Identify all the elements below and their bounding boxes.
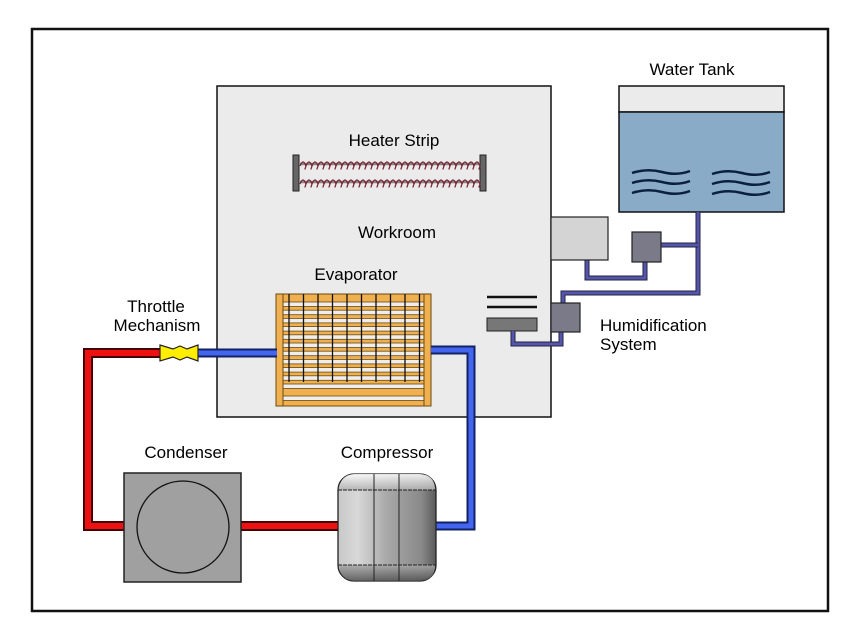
throttle-valve-icon [159, 344, 199, 362]
humidification-label-1: Humidification [600, 316, 707, 335]
humidifier-control-box [550, 216, 609, 261]
water-waves-icon [631, 169, 771, 196]
evaporator-label: Evaporator [314, 265, 397, 284]
evaporator-right-rail [423, 293, 432, 407]
workroom-label: Workroom [358, 223, 436, 242]
evaporator-tube [282, 395, 425, 401]
condenser-label: Condenser [144, 443, 228, 462]
throttle-label-2: Mechanism [114, 316, 201, 335]
humidifier-outlet [486, 295, 538, 332]
evaporator-left-rail [275, 293, 284, 407]
evaporator-tube [282, 383, 425, 389]
heater-strip [292, 154, 487, 192]
throttle-label-1: Throttle [127, 297, 185, 316]
water-tank-label: Water Tank [649, 60, 735, 79]
evaporator [275, 293, 432, 407]
compressor-label: Compressor [341, 443, 434, 462]
fan-icon [136, 480, 230, 574]
refrigerant-pipes [83, 345, 476, 531]
water-valve-lower [550, 302, 581, 333]
water-tank [618, 85, 785, 213]
water-valve-upper [631, 231, 662, 263]
heater-strip-label: Heater Strip [349, 131, 440, 150]
compressor [337, 473, 437, 582]
water-pipes [510, 212, 701, 347]
condenser [123, 472, 242, 583]
humidification-label-2: System [600, 335, 657, 354]
